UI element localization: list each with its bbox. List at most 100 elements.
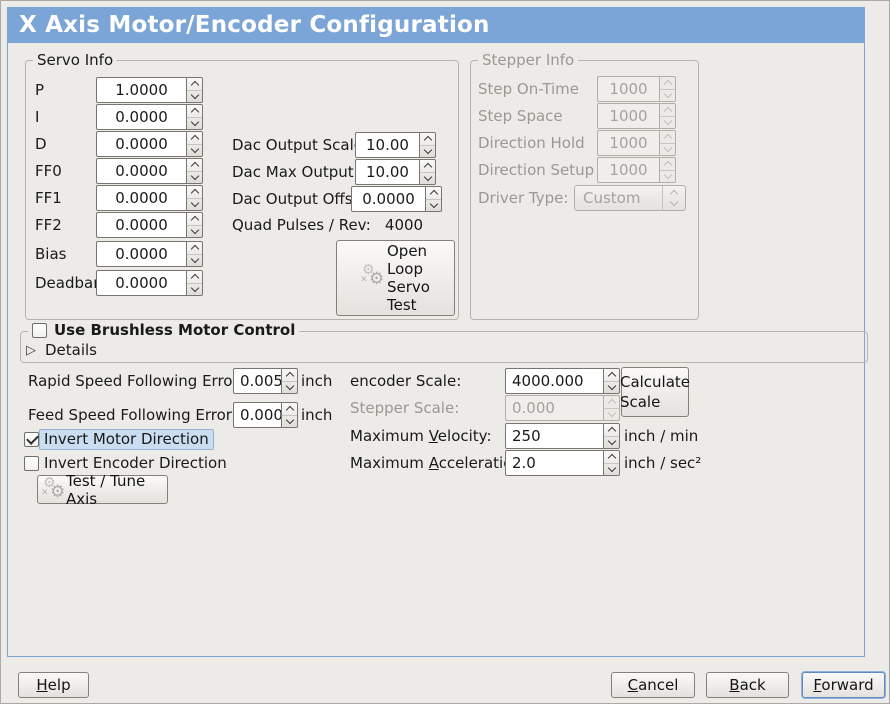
use-brushless-label: Use Brushless Motor Control	[54, 321, 296, 339]
invert-encoder-checkbox[interactable]	[24, 456, 39, 471]
page-title: X Axis Motor/Encoder Configuration	[19, 12, 490, 38]
help-button[interactable]: Help	[18, 672, 89, 698]
ff0-input[interactable]: 0.0000	[96, 158, 187, 184]
dac-max-output-input[interactable]: 10.00	[355, 159, 420, 185]
calculate-scale-button[interactable]: Calculate Scale	[620, 367, 690, 417]
invert-motor-checkbox[interactable]	[24, 432, 39, 447]
combo-arrows-icon	[662, 186, 685, 210]
maximum-acceleration-label: Maximum Acceleration:	[350, 454, 527, 472]
servo-info-frame: Servo Info	[25, 51, 459, 320]
back-button[interactable]: Back	[706, 672, 789, 698]
bias-spin-buttons[interactable]	[187, 241, 203, 267]
p-spin-buttons[interactable]	[187, 77, 203, 103]
ff2-label: FF2	[35, 216, 62, 234]
i-spin-buttons[interactable]	[187, 104, 203, 130]
deadband-spinbox[interactable]: 0.0000	[96, 270, 203, 296]
encoder-scale-spin-buttons[interactable]	[604, 368, 620, 394]
use-brushless-checkbox[interactable]	[32, 322, 47, 338]
maximum-acceleration-unit: inch / sec²	[624, 454, 702, 472]
invert-motor-label[interactable]: Invert Motor Direction	[39, 429, 214, 450]
rapid-following-error-spin-buttons[interactable]	[282, 368, 298, 394]
ff0-label: FF0	[35, 162, 62, 180]
ff1-label: FF1	[35, 189, 62, 207]
direction-hold-label: Direction Hold	[478, 134, 585, 152]
deadband-spin-buttons[interactable]	[187, 270, 203, 296]
quad-pulses-label: Quad Pulses / Rev:	[232, 216, 371, 234]
d-spinbox[interactable]: 0.0000	[96, 131, 203, 157]
step-space-input: 1000	[597, 103, 660, 129]
ff2-spinbox[interactable]: 0.0000	[96, 212, 203, 238]
bias-label: Bias	[35, 245, 67, 263]
i-input[interactable]: 0.0000	[96, 104, 187, 130]
invert-encoder-label[interactable]: Invert Encoder Direction	[44, 454, 227, 472]
maximum-velocity-spin-buttons[interactable]	[604, 423, 620, 449]
details-expander[interactable]: ▷ Details	[26, 341, 97, 359]
ff0-spinbox[interactable]: 0.0000	[96, 158, 203, 184]
brushless-frame: Use Brushless Motor Control ▷ Details	[20, 321, 868, 363]
maximum-velocity-spinbox[interactable]: 250	[505, 423, 620, 449]
rapid-following-error-unit: inch	[301, 372, 333, 390]
direction-hold-spin-buttons	[660, 130, 676, 156]
rapid-following-error-input[interactable]: 0.0050	[233, 368, 282, 394]
rapid-following-error-spinbox[interactable]: 0.0050	[233, 368, 298, 394]
ff1-spin-buttons[interactable]	[187, 185, 203, 211]
test-tune-axis-button[interactable]: ⚙⚙✕ Test / Tune Axis	[37, 472, 168, 508]
bias-input[interactable]: 0.0000	[96, 241, 187, 267]
step-on-time-label: Step On-Time	[478, 80, 579, 98]
quad-pulses-value: 4000	[384, 216, 424, 234]
maximum-velocity-unit: inch / min	[624, 427, 699, 445]
dac-output-scale-spinbox[interactable]: 10.00	[355, 132, 436, 158]
encoder-scale-label: encoder Scale:	[350, 372, 462, 390]
bias-spinbox[interactable]: 0.0000	[96, 241, 203, 267]
p-label: P	[35, 81, 45, 99]
open-loop-servo-test-button[interactable]: ⚙⚙✕ Open Loop Servo Test	[336, 240, 455, 316]
dac-output-offset-spinbox[interactable]: 0.0000	[351, 186, 442, 212]
ff2-input[interactable]: 0.0000	[96, 212, 187, 238]
dac-output-scale-input[interactable]: 10.00	[355, 132, 420, 158]
driver-type-label: Driver Type:	[478, 189, 569, 207]
driver-type-select: Custom	[574, 185, 686, 211]
step-on-time-spinbox: 1000	[597, 76, 676, 102]
feed-following-error-input[interactable]: 0.0005	[233, 402, 282, 428]
encoder-scale-input[interactable]: 4000.000	[505, 368, 604, 394]
encoder-scale-spinbox[interactable]: 4000.000	[505, 368, 620, 394]
step-space-label: Step Space	[478, 107, 563, 125]
test-tune-axis-label: Test / Tune Axis	[66, 471, 146, 508]
dac-max-output-label: Dac Max Output:	[232, 163, 359, 181]
maximum-acceleration-input[interactable]: 2.0	[505, 450, 604, 476]
feed-following-error-spin-buttons[interactable]	[282, 402, 298, 428]
forward-button[interactable]: Forward	[802, 672, 885, 698]
step-space-spinbox: 1000	[597, 103, 676, 129]
maximum-acceleration-spin-buttons[interactable]	[604, 450, 620, 476]
servo-info-frame-label: Servo Info	[33, 51, 118, 69]
d-spin-buttons[interactable]	[187, 131, 203, 157]
ff0-spin-buttons[interactable]	[187, 158, 203, 184]
cancel-button[interactable]: Cancel	[611, 672, 695, 698]
step-on-time-spin-buttons	[660, 76, 676, 102]
dac-output-offset-spin-buttons[interactable]	[426, 186, 442, 212]
stepper-scale-spin-buttons	[604, 395, 620, 421]
dac-max-output-spinbox[interactable]: 10.00	[355, 159, 436, 185]
deadband-input[interactable]: 0.0000	[96, 270, 187, 296]
maximum-acceleration-spinbox[interactable]: 2.0	[505, 450, 620, 476]
title-bar: X Axis Motor/Encoder Configuration	[7, 7, 865, 43]
d-label: D	[35, 135, 47, 153]
details-label: Details	[45, 341, 98, 359]
i-spinbox[interactable]: 0.0000	[96, 104, 203, 130]
dac-output-offset-input[interactable]: 0.0000	[351, 186, 426, 212]
maximum-velocity-input[interactable]: 250	[505, 423, 604, 449]
p-input[interactable]: 1.0000	[96, 77, 187, 103]
dac-output-offset-label: Dac Output Offset:	[232, 190, 373, 208]
dac-max-output-spin-buttons[interactable]	[420, 159, 436, 185]
ff1-spinbox[interactable]: 0.0000	[96, 185, 203, 211]
feed-following-error-spinbox[interactable]: 0.0005	[233, 402, 298, 428]
ff1-input[interactable]: 0.0000	[96, 185, 187, 211]
direction-setup-input: 1000	[597, 157, 660, 183]
d-input[interactable]: 0.0000	[96, 131, 187, 157]
dac-output-scale-spin-buttons[interactable]	[420, 132, 436, 158]
stepper-scale-label: Stepper Scale:	[350, 399, 460, 417]
p-spinbox[interactable]: 1.0000	[96, 77, 203, 103]
brushless-legend: Use Brushless Motor Control	[28, 321, 300, 339]
stepper-scale-input: 0.000	[505, 395, 604, 421]
ff2-spin-buttons[interactable]	[187, 212, 203, 238]
